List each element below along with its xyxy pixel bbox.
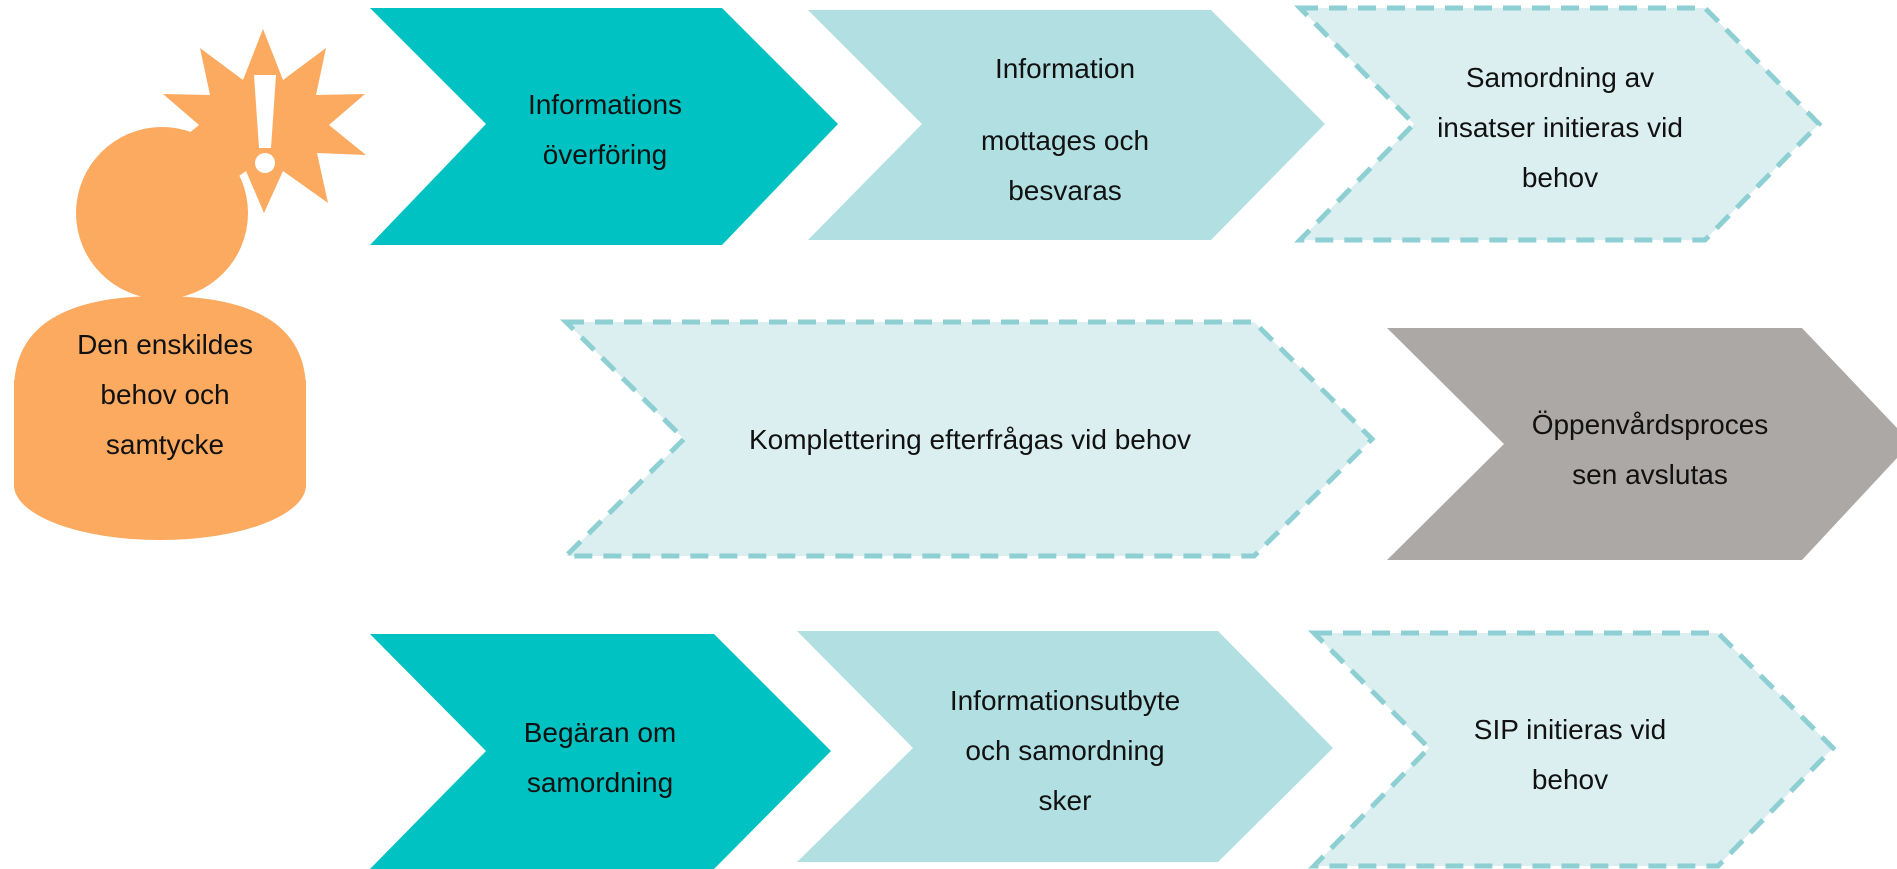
chevron-r3-3: [1307, 630, 1837, 869]
person-label-line-1: Den enskildes: [77, 329, 253, 360]
label-r2-2-line-1: Öppenvårdsproces: [1531, 409, 1769, 440]
label-r3-1-line-1: Begäran om: [523, 717, 677, 748]
label-r1-1-line-1: Informations: [527, 89, 683, 120]
label-r3-2-line-3: sker: [1038, 785, 1092, 816]
label-r1-3-line-3: behov: [1521, 162, 1599, 193]
person-body: [14, 380, 306, 488]
chevron-r1-2: [808, 10, 1325, 240]
label-r3-3-line-2: behov: [1531, 764, 1609, 795]
chevron-r2-2: [1387, 328, 1897, 560]
label-r2-2-line-2: sen avslutas: [1572, 459, 1728, 490]
person-figure: [14, 127, 306, 540]
exclamation-bar: [254, 75, 276, 148]
chevron-r3-1: [370, 634, 831, 869]
label-r2-1: Komplettering efterfrågas vid behov: [700, 415, 1240, 465]
label-r1-1-line-2: överföring: [542, 139, 668, 170]
label-r1-3: Samordning av insatser initieras vid beh…: [1400, 53, 1720, 203]
label-r3-1-line-2: samordning: [526, 767, 674, 798]
label-r3-2: Informationsutbyte och samordning sker: [910, 676, 1220, 826]
chevron-r2-1: [559, 319, 1376, 559]
label-r1-2-line-1: Information: [994, 53, 1136, 84]
person-label-line-2: behov och: [100, 379, 230, 410]
exclamation-burst-icon: [162, 29, 366, 213]
label-r3-2-line-1: Informationsutbyte: [949, 685, 1181, 716]
label-r3-3: SIP initieras vid behov: [1430, 705, 1710, 805]
person-label: Den enskildes behov och samtycke: [30, 320, 300, 470]
label-r1-2-line-3: besvaras: [1008, 175, 1122, 206]
label-r3-3-line-1: SIP initieras vid: [1473, 714, 1667, 745]
label-r3-1: Begäran om samordning: [480, 708, 720, 808]
person-label-line-3: samtycke: [105, 429, 225, 460]
chevron-r1-1: [370, 8, 838, 245]
label-r3-2-line-2: och samordning: [965, 735, 1165, 766]
label-r2-2: Öppenvårdsproces sen avslutas: [1510, 400, 1790, 500]
person-head: [76, 127, 248, 299]
label-r1-3-line-1: Samordning av: [1465, 62, 1655, 93]
label-r1-3-line-2: insatser initieras vid: [1437, 112, 1683, 143]
label-r1-2: Information mottages och besvaras: [920, 45, 1210, 215]
person-shoulders: [14, 296, 306, 390]
chevron-r1-3: [1294, 5, 1823, 243]
label-r2-1-line-1: Komplettering efterfrågas vid behov: [748, 424, 1192, 455]
chevron-r3-2: [797, 631, 1333, 862]
exclamation-dot: [255, 153, 275, 173]
label-r1-1: Informations överföring: [480, 80, 730, 180]
label-r1-2-line-2: mottages och: [980, 125, 1150, 156]
